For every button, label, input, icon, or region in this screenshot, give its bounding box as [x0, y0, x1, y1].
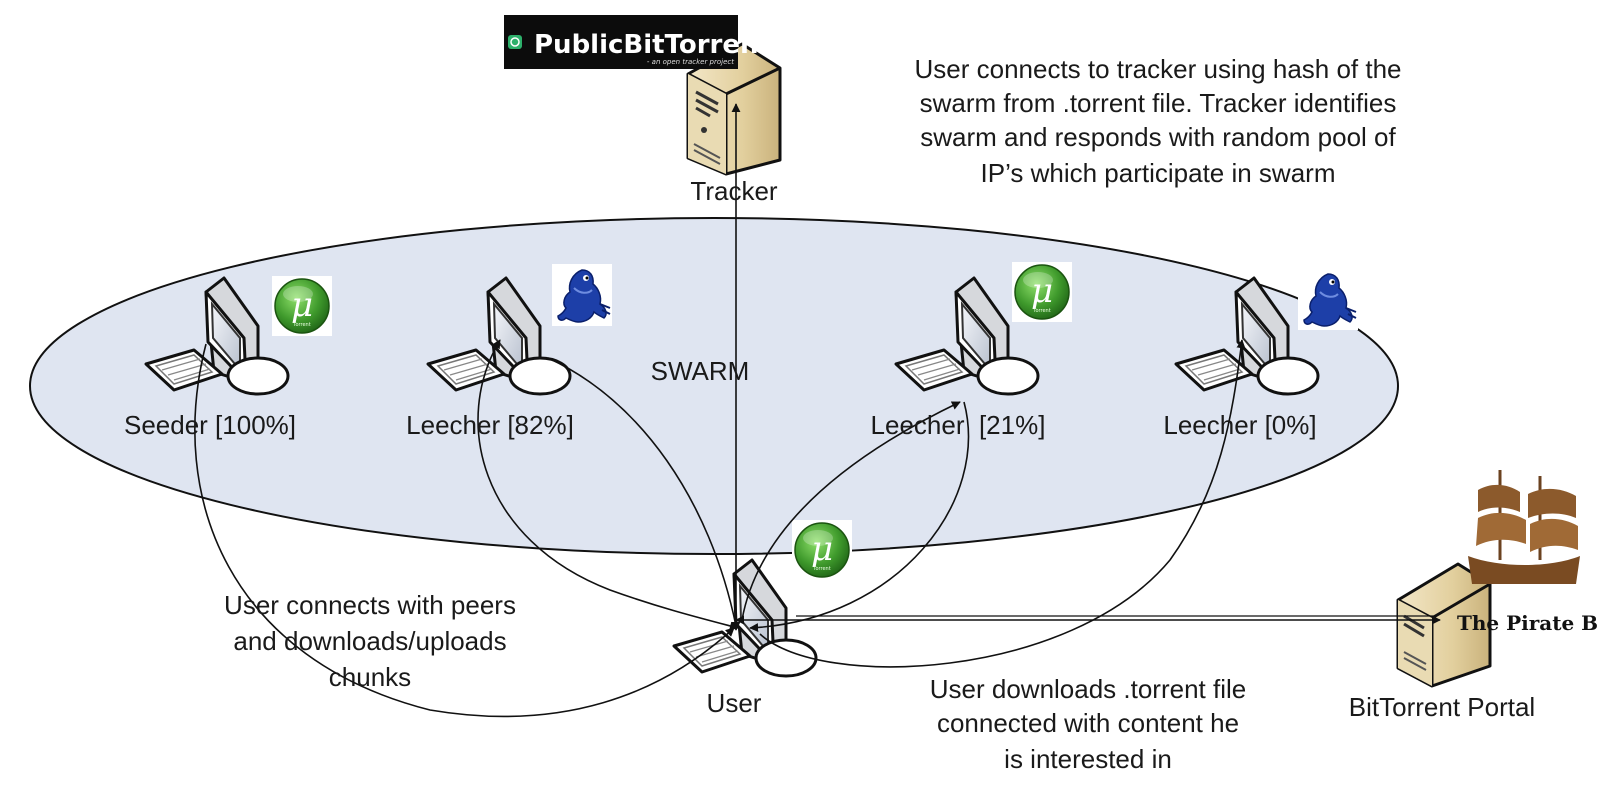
publicbittorrent-logo: PublicBitTorrent - an open tracker proje…: [504, 15, 771, 69]
logo-tagline: - an open tracker project: [647, 58, 734, 66]
peer-label-leecher-0: Leecher [0%]: [1163, 410, 1316, 440]
utorrent-icon: [271, 275, 333, 337]
portal-server-icon: [1396, 562, 1492, 688]
peers-note: User connects with peers and downloads/u…: [224, 590, 516, 692]
edge-user-leecher-0: [759, 339, 1246, 668]
svg-text:swarm and responds with random: swarm and responds with random pool of: [920, 122, 1396, 152]
svg-text:is interested in: is interested in: [1004, 744, 1172, 774]
svg-text:swarm from .torrent file. Trac: swarm from .torrent file. Tracker identi…: [920, 88, 1397, 118]
peer-label-leecher-21: Leecher [21%]: [871, 410, 1046, 440]
svg-text:User connects to tracker using: User connects to tracker using hash of t…: [914, 54, 1401, 84]
edge-user-leecher-21: [741, 401, 961, 621]
portal-logo-text: The Pirate B: [1457, 611, 1598, 635]
swarm-label: SWARM: [651, 356, 750, 386]
pirate-bay-logo: The Pirate B: [1457, 470, 1598, 635]
svg-text:and downloads/uploads: and downloads/uploads: [233, 626, 506, 656]
svg-text:User downloads .torrent file: User downloads .torrent file: [930, 674, 1246, 704]
svg-text:chunks: chunks: [329, 662, 411, 692]
azureus-frog-icon: [551, 263, 613, 327]
portal-label: BitTorrent Portal: [1349, 692, 1535, 722]
peer-label-seeder: Seeder [100%]: [124, 410, 296, 440]
logo-public-text: PublicBitTorrent: [534, 30, 771, 60]
edge-user-seeder: [194, 343, 735, 718]
svg-text:User connects with peers: User connects with peers: [224, 590, 516, 620]
tracker-note: User connects to tracker using hash of t…: [914, 54, 1401, 188]
user-label: User: [707, 688, 762, 718]
edge-user-leecher-82: [477, 339, 739, 631]
utorrent-icon: [791, 519, 853, 581]
svg-text:IP’s which participate in swar: IP’s which participate in swarm: [981, 158, 1336, 188]
svg-text:connected with content he: connected with content he: [937, 708, 1239, 738]
tracker-label: Tracker: [690, 176, 777, 206]
peer-label-leecher-82: Leecher [82%]: [406, 410, 574, 440]
connection-lines: [194, 103, 1441, 718]
portal-note: User downloads .torrent file connected w…: [930, 674, 1246, 774]
utorrent-icon: [1011, 261, 1073, 323]
azureus-frog-icon: [1297, 267, 1359, 331]
edge-leecher-82-user: [547, 357, 737, 627]
